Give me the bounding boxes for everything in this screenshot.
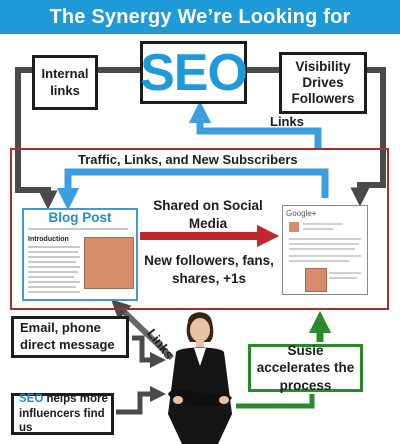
internal-links-node: Internal links <box>32 55 98 110</box>
blog-text-line <box>28 246 80 248</box>
blog-text-line <box>28 261 76 263</box>
blog-post-title: Blog Post <box>48 210 112 225</box>
woman-figure-icon <box>168 312 232 444</box>
susie-node: Susie accelerates the process <box>248 343 363 393</box>
social-frame <box>10 148 389 310</box>
blog-post-card: Blog Post Introduction <box>22 208 138 301</box>
post-line <box>329 277 357 279</box>
links-to-seo-arrow <box>188 100 322 148</box>
links-diagonal-arrow <box>111 299 175 361</box>
blog-text-line <box>28 286 76 288</box>
blog-text-line <box>28 271 78 273</box>
email-arrow <box>132 335 167 369</box>
google-plus-logo: Google+ <box>286 209 317 218</box>
links-to-seo-label: Links <box>270 114 304 129</box>
post-line <box>289 238 361 240</box>
email-node: Email, phone direct message <box>11 316 129 358</box>
author-photo <box>84 237 134 289</box>
post-photo <box>305 268 327 292</box>
seo-helps-text: helps more influencers find us <box>19 392 108 435</box>
blog-text-line <box>28 256 80 258</box>
avatar <box>289 222 299 232</box>
blog-text-line <box>28 251 78 253</box>
visibility-node: Visibility Drives Followers <box>279 52 367 114</box>
post-line <box>303 223 343 225</box>
seo-word: SEO <box>19 392 44 405</box>
seo-node: SEO <box>140 41 248 104</box>
blog-text-line <box>28 291 80 293</box>
seo-helps-arrow <box>116 385 167 415</box>
traffic-arrow <box>56 168 329 211</box>
blog-text-line <box>28 266 80 268</box>
new-followers-label: New followers, fans, shares, +1s <box>144 253 274 286</box>
post-line <box>303 228 333 230</box>
susie-arrow <box>236 394 315 409</box>
blog-text-line <box>28 276 74 278</box>
seo-label: SEO <box>140 43 248 102</box>
seo-helps-node: SEO helps more influencers find us <box>11 393 114 435</box>
post-line <box>289 260 349 262</box>
post-line <box>289 255 361 257</box>
blog-text-line <box>28 281 80 283</box>
google-plus-card: Google+ <box>282 205 368 295</box>
shared-label: Shared on Social Media <box>153 198 263 231</box>
post-line <box>289 248 355 250</box>
traffic-label: Traffic, Links, and New Subscribers <box>78 152 298 167</box>
post-line <box>289 243 359 245</box>
post-line <box>329 272 361 274</box>
banner-title: The Synergy We’re Looking for <box>0 0 400 34</box>
blog-text-line <box>28 228 128 230</box>
blog-post-subheading: Introduction <box>28 236 69 243</box>
